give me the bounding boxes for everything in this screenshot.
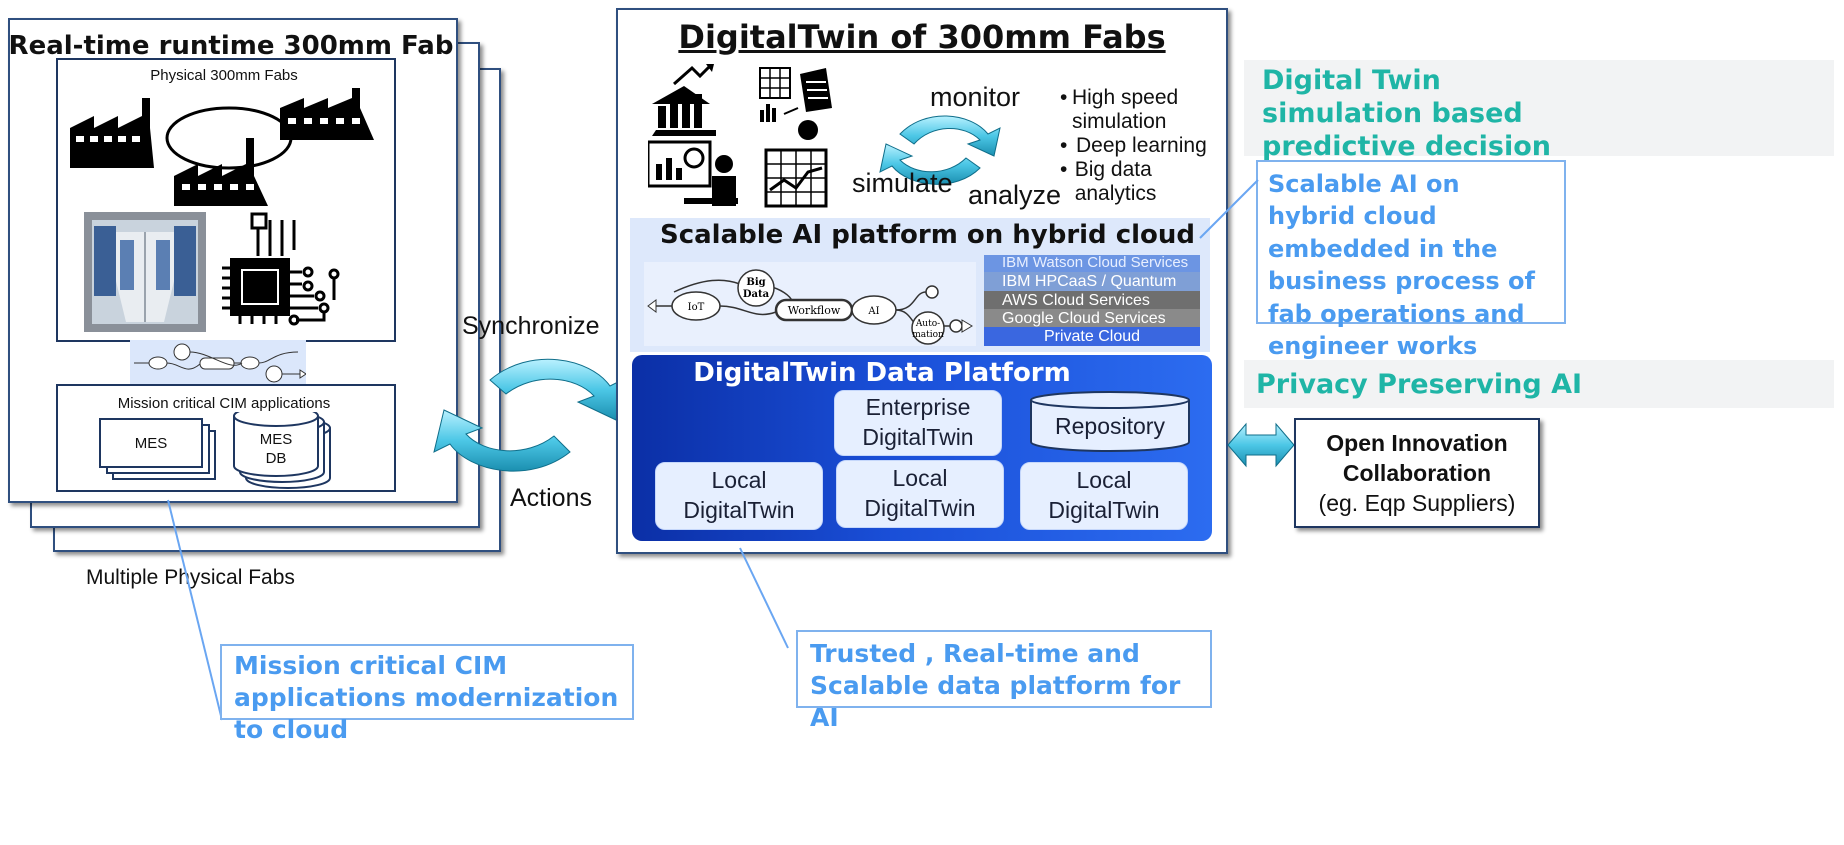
wf-iot-text: IoT xyxy=(688,302,705,313)
workflow-node-ai xyxy=(851,295,897,325)
presenter-icon xyxy=(648,140,738,206)
open-innovation-line1: Open Innovation xyxy=(1326,430,1508,456)
bullet-text: Deep learning xyxy=(1076,134,1207,157)
enterprise-digitaltwin-node: Enterprise DigitalTwin xyxy=(834,390,1002,456)
open-innovation-line3: (eg. Eqp Suppliers) xyxy=(1318,490,1516,516)
physical-fabs-label: Physical 300mm Fabs xyxy=(150,66,298,84)
sync-arrow-bottom xyxy=(433,409,571,472)
wf-bigdata-1: Big xyxy=(746,277,765,288)
fab-title: Real-time runtime 300mm Fab xyxy=(8,31,454,61)
repository-label: Repository xyxy=(1055,412,1165,439)
trusted-platform-callout: Trusted , Real-time and Scalable data pl… xyxy=(796,630,1212,732)
cloud-band-ibm-hpc: IBM HPCaaS / Quantum xyxy=(984,272,1200,291)
mes-db-label: MES DB xyxy=(234,428,318,470)
workflow-node-bigdata xyxy=(737,269,775,307)
bullet-item: •High speed simulation xyxy=(1060,86,1226,134)
predictive-decision-heading: Digital Twin simulation based predictive… xyxy=(1244,60,1834,162)
cycle-simulate-label: simulate xyxy=(852,168,953,198)
cycle-analyze-label: analyze xyxy=(968,180,1062,210)
digitaltwin-title: DigitalTwin of 300mm Fabs xyxy=(678,18,1166,56)
analytics-icons xyxy=(648,64,832,208)
ai-platform-title: Scalable AI platform on hybrid cloud xyxy=(660,220,1196,250)
privacy-ai-heading: Privacy Preserving AI xyxy=(1244,360,1834,408)
workflow-node-iot xyxy=(671,291,721,321)
local-line1: Local xyxy=(892,465,948,492)
factory-icon-right xyxy=(280,88,374,140)
local-line2: DigitalTwin xyxy=(683,497,795,523)
factory-icon-left xyxy=(70,98,154,168)
synchronize-label: Synchronize xyxy=(462,312,600,340)
local-digitaltwin-node-2: Local DigitalTwin xyxy=(836,460,1004,528)
privacy-ai-text: Privacy Preserving AI xyxy=(1256,369,1583,400)
scalable-ai-callout: Scalable AI on hybrid cloud embedded in … xyxy=(1256,160,1566,360)
local-digitaltwin-node-3: Local DigitalTwin xyxy=(1020,462,1188,530)
repository-cylinder xyxy=(1030,391,1190,452)
mes-db-line1: MES xyxy=(259,431,293,448)
cloud-services-stack: IBM Watson Cloud Services IBM HPCaaS / Q… xyxy=(984,255,1200,347)
wf-workflow-text: Workflow xyxy=(788,304,841,317)
factory-icons xyxy=(70,88,374,206)
cloud-band-private: Private Cloud xyxy=(984,327,1200,346)
wf-auto-1: Auto- xyxy=(915,319,940,329)
cloud-band-ibm-watson: IBM Watson Cloud Services xyxy=(984,255,1200,274)
actions-label: Actions xyxy=(510,484,592,512)
fab-cleanroom-photo xyxy=(84,212,206,332)
open-innovation-line2: Collaboration xyxy=(1342,460,1492,486)
bank-chart-icon xyxy=(652,64,716,136)
monitor-cycle-arrows xyxy=(879,115,1001,185)
workflow-node-automation xyxy=(911,311,945,345)
capability-bullets: •High speed simulation •Deep learning •B… xyxy=(1060,86,1226,206)
grid-chart-icon xyxy=(764,148,828,208)
bullet-item: •Deep learning xyxy=(1060,134,1207,157)
wf-auto-2: mation xyxy=(912,330,944,340)
cloud-band-aws: AWS Cloud Services xyxy=(984,291,1200,310)
cim-applications-title: Mission critical CIM applications xyxy=(117,394,331,412)
open-innovation-box: Open Innovation Collaboration (eg. Eqp S… xyxy=(1294,418,1540,528)
mission-critical-callout: Mission critical CIM applications modern… xyxy=(220,644,634,744)
cloud-band-google: Google Cloud Services xyxy=(984,309,1200,328)
mes-db-cylinders xyxy=(233,412,331,489)
local-line2: DigitalTwin xyxy=(1048,497,1160,523)
local-digitaltwin-node-1: Local DigitalTwin xyxy=(655,462,823,530)
cycle-monitor-label: monitor xyxy=(930,82,1021,112)
bullet-text: Big data analytics xyxy=(1074,158,1157,205)
local-line1: Local xyxy=(711,467,767,494)
factory-icon-middle xyxy=(174,138,268,206)
multiple-fabs-label: Multiple Physical Fabs xyxy=(86,566,295,589)
bullet-text: High speed simulation xyxy=(1071,86,1179,133)
local-line1: Local xyxy=(1076,467,1132,494)
dashboard-icon xyxy=(759,67,832,140)
workflow-strip-small xyxy=(130,340,306,386)
wf-bigdata-2: Data xyxy=(743,289,770,300)
chip-icon xyxy=(222,212,340,326)
mes-box: MES xyxy=(99,418,203,468)
wf-ai-text: AI xyxy=(867,306,879,317)
mes-db-line2: DB xyxy=(265,450,287,467)
bullet-item: •Big data analytics xyxy=(1060,158,1226,206)
enterprise-line1: Enterprise xyxy=(865,394,971,421)
predictive-decision-text: Digital Twin simulation based predictive… xyxy=(1262,65,1552,163)
workflow-diagram: IoT Big Data Workflow AI Auto- mation xyxy=(644,262,976,346)
data-platform-title: DigitalTwin Data Platform xyxy=(693,358,1071,388)
local-line2: DigitalTwin xyxy=(864,495,976,521)
mes-label: MES xyxy=(134,434,168,452)
enterprise-line2: DigitalTwin xyxy=(862,424,974,450)
